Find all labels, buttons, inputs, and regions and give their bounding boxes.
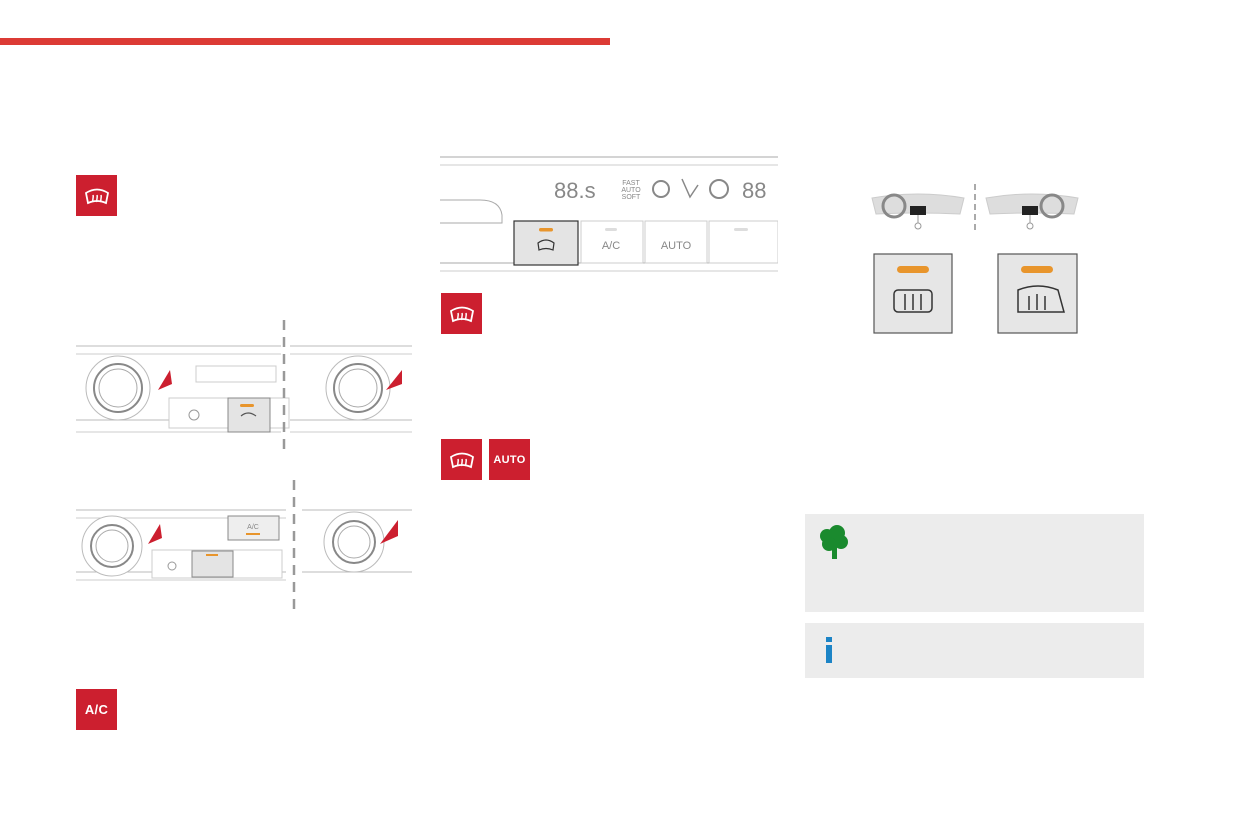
info-icon xyxy=(826,637,832,663)
header-accent-bar xyxy=(0,38,610,45)
front-windscreen-demist-icon xyxy=(84,188,109,204)
eco-driving-note xyxy=(805,514,1144,612)
ac-button-label: A/C xyxy=(247,524,259,531)
info-note xyxy=(805,623,1144,678)
ac-icon-badge: A/C xyxy=(76,689,117,730)
display-right-readout: 88 xyxy=(742,178,766,203)
rear-demist-buttons-illustration xyxy=(871,184,1079,334)
mode-soft: SOFT xyxy=(622,194,641,201)
ac-icon-label: A/C xyxy=(84,702,109,717)
panel-auto-button-label: AUTO xyxy=(661,240,692,252)
front-demist-icon-badge xyxy=(76,175,117,216)
auto-icon-badge: AUTO xyxy=(489,439,530,480)
side-window-demist-icon xyxy=(1017,285,1065,313)
front-demist-icon-badge-2 xyxy=(441,293,482,334)
steering-wheel-icon xyxy=(1039,193,1065,219)
climate-control-panel-illustration: 88.s FAST AUTO SOFT 88 A/C AUTO xyxy=(440,156,778,272)
rear-window-demist-icon xyxy=(893,289,933,313)
front-windscreen-demist-icon xyxy=(449,306,474,322)
knob-panel-illustration-1 xyxy=(76,320,412,456)
front-windscreen-demist-icon xyxy=(449,452,474,468)
mode-auto: AUTO xyxy=(621,187,641,194)
panel-ac-button-label: A/C xyxy=(602,240,620,252)
front-demist-icon-badge-3 xyxy=(441,439,482,480)
auto-icon-label: AUTO xyxy=(493,453,526,466)
mode-fast: FAST xyxy=(622,180,640,187)
display-left-readout: 88.s xyxy=(554,178,596,203)
tree-icon xyxy=(820,525,848,559)
knob-panel-illustration-2: A/C xyxy=(76,480,412,616)
steering-wheel-icon xyxy=(881,193,907,219)
